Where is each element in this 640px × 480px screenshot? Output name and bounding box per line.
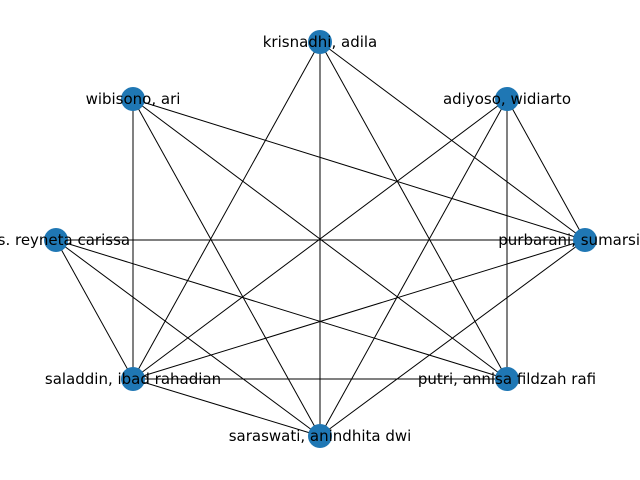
node-purbarani bbox=[573, 228, 597, 252]
node-reyneta bbox=[44, 228, 68, 252]
edge-krisnadhi-saladdin bbox=[132, 41, 321, 380]
node-label-saladdin: saladdin, ibad rahadian bbox=[45, 370, 221, 388]
edge-saraswati-saladdin bbox=[132, 378, 321, 437]
edge-adiyoso-purbarani bbox=[506, 98, 586, 241]
label-layer: krisnadhi, adila adiyoso, widiarto purbara… bbox=[0, 33, 640, 445]
node-label-reyneta: r, s. reyneta carissa bbox=[0, 231, 130, 249]
edge-krisnadhi-purbarani bbox=[319, 41, 586, 241]
node-wibisono bbox=[121, 87, 145, 111]
node-adiyoso bbox=[495, 87, 519, 111]
edge-saraswati-reyneta bbox=[55, 239, 321, 437]
edge-putri-wibisono bbox=[132, 98, 508, 380]
edge-saraswati-wibisono bbox=[132, 98, 321, 437]
edge-adiyoso-saraswati bbox=[319, 98, 508, 437]
edge-layer bbox=[55, 41, 586, 437]
node-saladdin bbox=[121, 367, 145, 391]
edge-purbarani-wibisono bbox=[132, 98, 586, 241]
node-putri bbox=[495, 367, 519, 391]
edge-purbarani-saladdin bbox=[132, 239, 586, 380]
node-label-saraswati: saraswati, anindhita dwi bbox=[229, 427, 412, 445]
node-saraswati bbox=[308, 424, 332, 448]
edge-krisnadhi-putri bbox=[319, 41, 508, 380]
node-label-adiyoso: adiyoso, widiarto bbox=[443, 90, 571, 108]
node-layer bbox=[44, 30, 597, 448]
edge-saladdin-reyneta bbox=[55, 239, 134, 380]
node-label-putri: putri, annisa fildzah rafi bbox=[418, 370, 596, 388]
node-label-wibisono: wibisono, ari bbox=[86, 90, 181, 108]
edge-putri-reyneta bbox=[55, 239, 508, 380]
node-label-purbarani: purbarani, sumarsih co bbox=[498, 231, 640, 249]
node-label-krisnadhi: krisnadhi, adila bbox=[263, 33, 378, 51]
node-krisnadhi bbox=[308, 30, 332, 54]
